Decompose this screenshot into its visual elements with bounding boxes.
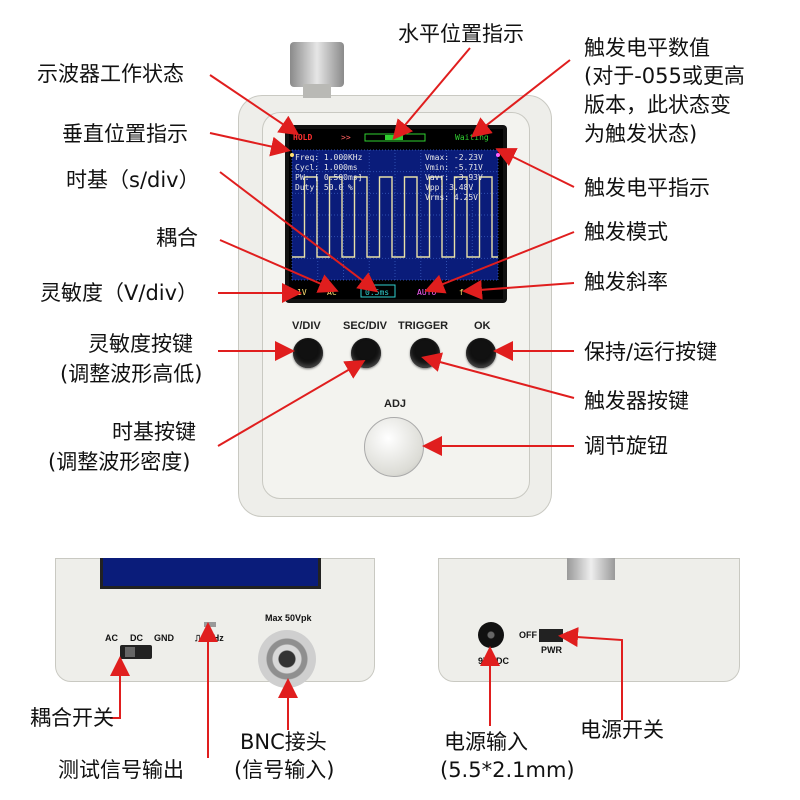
callout-horizontal-pos: 水平位置指示 bbox=[398, 22, 524, 46]
vdiv-button[interactable] bbox=[293, 338, 323, 368]
switch-ac-label: AC bbox=[105, 633, 118, 643]
left-param: Duty: 50.0 % bbox=[295, 183, 353, 192]
vdiv-label: V/DIV bbox=[292, 320, 321, 332]
callout-trigger-mode: 触发模式 bbox=[584, 220, 668, 244]
arrow-power-switch bbox=[558, 627, 623, 720]
arrow-work-status bbox=[209, 74, 300, 136]
switch-dc-label: DC bbox=[130, 633, 143, 643]
adjust-knob[interactable] bbox=[364, 417, 424, 477]
arrow-trigger-indicator bbox=[495, 148, 575, 188]
callout-trigger-note-1: (对于-055或更高 bbox=[584, 64, 745, 88]
waveform-trace bbox=[292, 176, 498, 258]
power-off-label: OFF bbox=[519, 630, 537, 640]
callout-timebase-key-1: 时基按键 bbox=[112, 420, 196, 444]
callout-coupling-switch: 耦合开关 bbox=[30, 706, 114, 730]
arrow-trigger-key bbox=[421, 352, 575, 399]
arrow-vertical-pos bbox=[209, 132, 291, 157]
bnc-connector-top bbox=[290, 42, 344, 87]
callout-bnc-2: (信号输入) bbox=[234, 758, 335, 782]
callout-sensitivity-key-2: (调整波形高低) bbox=[60, 362, 203, 386]
power-pwr-label: PWR bbox=[541, 645, 562, 655]
ok-label: OK bbox=[474, 320, 491, 332]
callout-vertical-pos: 垂直位置指示 bbox=[62, 122, 188, 146]
side-view-left-screen bbox=[100, 558, 321, 589]
arrow-trigger-slope bbox=[462, 279, 575, 300]
vertical-position-marker bbox=[290, 153, 294, 157]
right-param: Vmin: -5.71V bbox=[425, 163, 483, 172]
callout-sensitivity: 灵敏度（V/div） bbox=[40, 281, 199, 305]
callout-hold-run-key: 保持/运行按键 bbox=[584, 340, 718, 364]
right-param: Vmax: -2.23V bbox=[425, 153, 483, 162]
power-jack[interactable] bbox=[478, 622, 504, 648]
screen-grid bbox=[291, 149, 499, 281]
callout-timebase-key-2: (调整波形密度) bbox=[48, 450, 191, 474]
callout-bnc-1: BNC接头 bbox=[240, 730, 327, 754]
bottom-slope: f bbox=[459, 288, 464, 297]
callout-test-signal: 测试信号输出 bbox=[58, 758, 184, 782]
ok-button[interactable] bbox=[466, 338, 496, 368]
right-param: Vpp: 3.48V bbox=[425, 183, 473, 192]
callout-power-switch: 电源开关 bbox=[580, 718, 664, 742]
trigger-label: TRIGGER bbox=[398, 320, 449, 332]
callout-adjust-knob: 调节旋钮 bbox=[584, 434, 668, 458]
callout-sensitivity-key-1: 灵敏度按键 bbox=[88, 332, 193, 356]
arrow-coupling-switch bbox=[110, 656, 130, 719]
right-param: Vrms: 4.25V bbox=[425, 193, 478, 202]
callout-trigger-key: 触发器按键 bbox=[584, 389, 689, 413]
left-param: Cycl: 1.000ms bbox=[295, 163, 358, 172]
coupling-switch-knob[interactable] bbox=[125, 647, 135, 657]
arrow-trigger-value bbox=[470, 59, 571, 138]
status-hold: HOLD bbox=[293, 133, 312, 142]
arrow-timebase-key bbox=[217, 359, 366, 447]
power-switch[interactable] bbox=[539, 629, 563, 642]
callout-trigger-value: 触发电平数值 bbox=[584, 36, 710, 60]
arrow-horizontal-pos bbox=[392, 47, 471, 141]
callout-trigger-indicator: 触发电平指示 bbox=[584, 176, 710, 200]
left-param: PW: [ 0.500ms] bbox=[295, 173, 362, 182]
arrow-coupling bbox=[219, 239, 339, 293]
right-param: Vavr: -3.93V bbox=[425, 173, 483, 182]
left-param: Freq: 1.000KHz bbox=[295, 153, 363, 162]
power-dc-label: DC bbox=[496, 656, 509, 666]
bnc-max-label: Max 50Vpk bbox=[265, 613, 312, 623]
callout-work-status: 示波器工作状态 bbox=[37, 62, 184, 86]
arrow-timebase bbox=[219, 171, 379, 293]
secdiv-label: SEC/DIV bbox=[343, 320, 388, 332]
status-waiting: Waiting bbox=[455, 133, 489, 142]
callout-coupling: 耦合 bbox=[156, 226, 198, 250]
switch-gnd-label: GND bbox=[154, 633, 174, 643]
callout-trigger-note-2: 版本，此状态变 bbox=[584, 93, 731, 117]
bottom-time: 0.5ms bbox=[365, 288, 389, 297]
bnc-neck bbox=[303, 84, 331, 98]
callout-trigger-slope: 触发斜率 bbox=[584, 270, 668, 294]
adj-label: ADJ bbox=[384, 398, 407, 410]
callout-timebase: 时基（s/div） bbox=[66, 168, 200, 192]
top-bnc-stub bbox=[567, 558, 615, 580]
callout-power-in-1: 电源输入 bbox=[444, 730, 528, 754]
callout-power-in-2: (5.5*2.1mm) bbox=[440, 758, 575, 782]
status-arrows: >> bbox=[341, 133, 351, 142]
callout-trigger-note-3: 为触发状态) bbox=[584, 122, 698, 146]
arrow-trigger-mode bbox=[424, 231, 575, 294]
